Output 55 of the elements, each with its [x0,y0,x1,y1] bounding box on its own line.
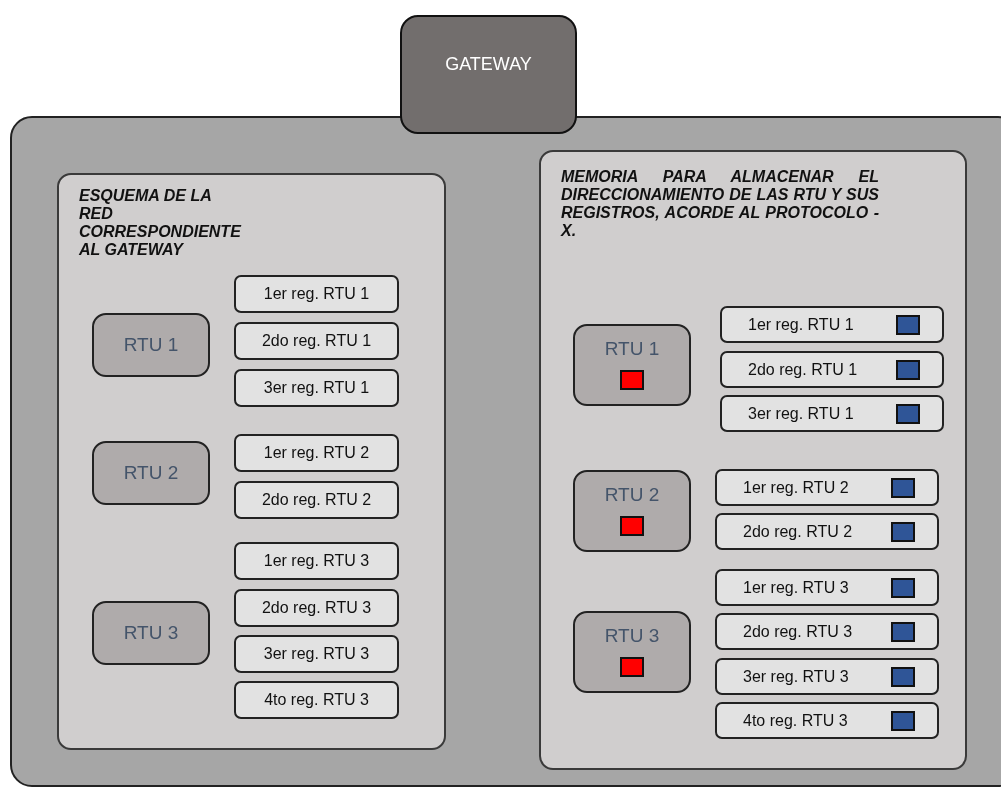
register-label: 3er reg. RTU 3 [263,645,370,663]
register-label: 1er reg. RTU 3 [263,552,370,570]
register-box [720,395,944,432]
rtu-box [92,601,210,665]
register-label: 2do reg. RTU 3 [261,599,372,617]
register-label: 4to reg. RTU 3 [264,691,369,709]
rtu-label: RTU 2 [604,484,660,506]
register-box [234,275,399,313]
rtu-box [573,470,691,552]
rtu-box [92,441,210,505]
section-panel [57,173,446,750]
register-label: 2do reg. RTU 1 [261,332,372,350]
register-box [715,513,939,550]
register-box [715,613,939,650]
register-label: 1er reg. RTU 2 [743,478,849,497]
register-label: 1er reg. RTU 1 [748,315,854,334]
register-label: 1er reg. RTU 2 [263,444,370,462]
register-box [234,681,399,719]
rtu-label: RTU 1 [123,334,179,356]
register-box [720,351,944,388]
register-label: 1er reg. RTU 3 [743,578,849,597]
register-box [234,635,399,673]
rtu-label: RTU 1 [604,338,660,360]
register-box [715,658,939,695]
register-box [234,434,399,472]
register-box [715,569,939,606]
network-panel [10,116,1001,787]
register-label: 3er reg. RTU 1 [263,379,370,397]
register-box [234,542,399,580]
register-label: 3er reg. RTU 1 [748,404,854,423]
rtu-label: RTU 3 [604,625,660,647]
rtu-box [573,611,691,693]
register-box [234,322,399,360]
gateway-label: GATEWAY [445,54,532,75]
register-label: 3er reg. RTU 3 [743,667,849,686]
register-label: 2do reg. RTU 3 [743,622,853,641]
rtu-box [92,313,210,377]
rtu-label: RTU 2 [123,462,179,484]
register-box [715,702,939,739]
register-label: 2do reg. RTU 1 [748,360,858,379]
register-label: 4to reg. RTU 3 [743,711,848,730]
panel-heading: ESQUEMA DE LA RED CORRESPONDIENTE AL GATEWAY [79,187,243,259]
rtu-box [573,324,691,406]
register-label: 1er reg. RTU 1 [263,285,370,303]
register-label: 2do reg. RTU 2 [261,491,372,509]
gateway-box [400,15,577,134]
register-box [234,369,399,407]
register-box [720,306,944,343]
register-label: 2do reg. RTU 2 [743,522,853,541]
register-box [234,589,399,627]
section-panel [539,150,967,770]
panel-heading: MEMORIA PARA ALMACENAR EL DIRECCIONAMIENTO DE LAS RTU Y SUS REGISTROS, ACORDE AL PROTOCOLO - X. [561,168,879,240]
register-box [715,469,939,506]
rtu-label: RTU 3 [123,622,179,644]
register-box [234,481,399,519]
